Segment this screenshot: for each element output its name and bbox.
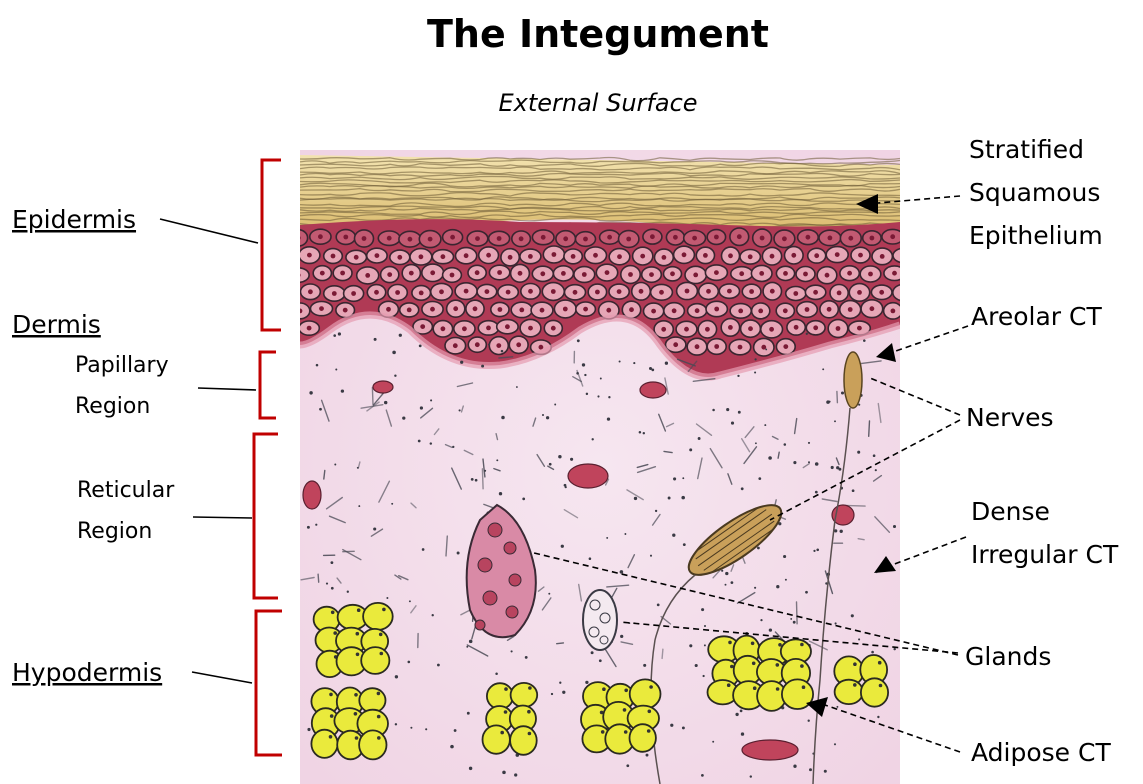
epithelium-label-line1: Stratified — [969, 135, 1084, 164]
epithelium-label-line3: Epithelium — [969, 221, 1103, 250]
hypodermis-label: Hypodermis — [12, 658, 162, 687]
reticular-label-line1: Reticular — [77, 478, 175, 503]
epithelium-label-line2: Squamous — [969, 178, 1100, 207]
nerves-label: Nerves — [966, 403, 1054, 432]
dense-irregular-label-line2: Irregular CT — [971, 540, 1119, 569]
papillary-label-line2: Region — [75, 394, 150, 419]
epidermis-label: Epidermis — [12, 205, 136, 234]
skin-cross-section — [287, 150, 914, 784]
dermis-label: Dermis — [12, 310, 101, 339]
papillary-label-line1: Papillary — [75, 353, 169, 378]
diagram-title: The Integument — [427, 12, 769, 56]
external-surface-label: External Surface — [498, 89, 697, 117]
reticular-label-line2: Region — [77, 519, 152, 544]
areolar-ct-label: Areolar CT — [971, 302, 1102, 331]
glands-label: Glands — [965, 642, 1051, 671]
left-brackets — [254, 160, 282, 755]
adipose-ct-label: Adipose CT — [971, 738, 1111, 767]
dense-irregular-label-line1: Dense — [971, 497, 1050, 526]
